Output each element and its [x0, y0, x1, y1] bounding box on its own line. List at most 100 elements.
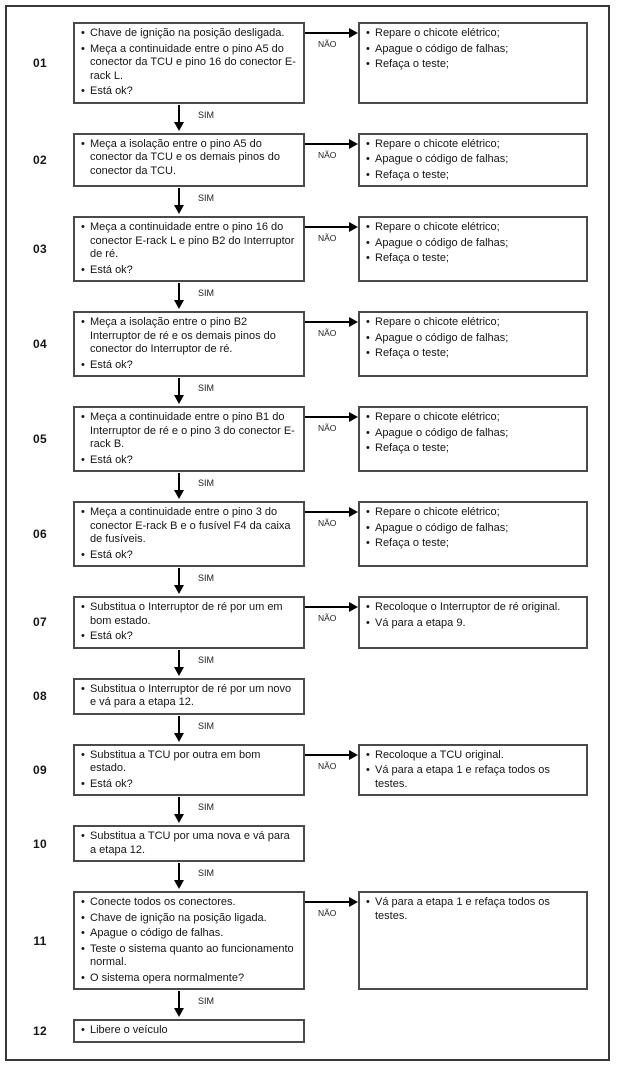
list-item: •Apague o código de falhas; [366, 427, 581, 441]
bullet-icon: • [366, 506, 370, 518]
bullet-icon: • [81, 506, 85, 518]
list-item: •Apague o código de falhas; [366, 153, 581, 167]
no-label: NÃO [318, 39, 337, 49]
bullet-icon: • [366, 42, 370, 55]
sim-connector: SIM [7, 649, 608, 678]
no-box: •Recoloque o Interruptor de ré original.… [358, 596, 588, 649]
no-arrow: NÃO [305, 311, 358, 377]
list-item: •Refaça o teste; [366, 347, 581, 361]
step-box: •Meça a isolação entre o pino B2 Interru… [73, 311, 305, 377]
list-item: •Meça a isolação entre o pino B2 Interru… [81, 316, 298, 357]
item-text: Repare o chicote elétrico; [375, 316, 500, 328]
list-item: • Conecte todos os conectores. [81, 896, 298, 910]
item-text: Refaça o teste; [375, 168, 449, 181]
bullet-icon: • [366, 252, 370, 264]
bullet-icon: • [81, 1024, 85, 1036]
item-text: Apague o código de falhas; [375, 236, 509, 249]
bullet-icon: • [81, 221, 85, 233]
bullet-icon: • [366, 442, 370, 454]
item-text: Substitua a TCU por uma nova e vá para a… [90, 830, 290, 856]
item-text: Apague o código de falhas; [375, 521, 509, 534]
step-row: 07 •Substitua o Interruptor de ré por um… [7, 596, 608, 649]
step-box: •Libere o veículo [73, 1019, 305, 1043]
sim-connector: SIM [7, 472, 608, 501]
item-text: Está ok? [90, 777, 133, 790]
item-text: Apague o código de falhas. [90, 927, 224, 939]
sim-arrow-line [178, 991, 180, 1009]
bullet-icon: • [366, 168, 370, 181]
no-box: •Repare o chicote elétrico; • Apague o cód… [358, 216, 588, 282]
step-box: • Meça a continuidade entre o pino 3 do c… [73, 501, 305, 567]
step-number: 10 [33, 836, 47, 851]
list-item: •O sistema opera normalmente? [81, 972, 298, 986]
step-row: 05 •Meça a continuidade entre o pino B1 … [7, 406, 608, 472]
sim-arrowhead-icon [174, 1008, 184, 1017]
bullet-icon: • [81, 263, 85, 276]
list-item: •Está ok? [81, 359, 298, 373]
bullet-icon: • [81, 971, 85, 984]
bullet-icon: • [81, 630, 85, 642]
item-text: Repare o chicote elétrico; [375, 411, 500, 423]
item-text: Meça a continuidade entre o pino 16 do c… [90, 221, 295, 260]
sim-label: SIM [198, 478, 215, 488]
sim-arrow-line [178, 473, 180, 491]
no-label: NÃO [318, 760, 337, 771]
step-box: •Substitua a TCU por uma nova e vá para … [73, 825, 305, 862]
no-arrow-line [305, 32, 350, 34]
list-item: •Repare o chicote elétrico; [366, 221, 581, 235]
bullet-icon: • [81, 27, 85, 39]
bullet-icon: • [81, 777, 85, 790]
list-item: • Meça a continuidade entre o pino 3 do c… [81, 506, 298, 547]
step-row: 02 •Meça a isolação entre o pino A5 do c… [7, 132, 608, 187]
step-number: 08 [33, 689, 47, 703]
item-text: Apague o código de falhas; [375, 331, 509, 344]
item-text: Conecte todos os conectores. [90, 896, 236, 908]
item-text: Meça a continuidade entre o pino 3 do co… [90, 506, 291, 545]
item-text: Está ok? [90, 453, 133, 466]
no-arrowhead-icon [349, 317, 358, 327]
step-number: 09 [33, 762, 47, 777]
sim-arrowhead-icon [174, 814, 184, 823]
sim-label: SIM [198, 868, 215, 878]
list-item: •Está ok? [81, 264, 298, 278]
no-arrow-line [305, 226, 350, 228]
step-row: 01 •Chave de ignição na posição desligad… [7, 22, 608, 104]
sim-arrow-line [178, 378, 180, 396]
list-item: •Repare o chicote elétrico; [366, 27, 581, 41]
item-text: Refaça o teste; [375, 252, 449, 264]
step-row: 10 •Substitua a TCU por uma nova e vá pa… [7, 825, 608, 862]
bullet-icon: • [366, 27, 370, 39]
bullet-icon: • [81, 896, 85, 908]
no-arrow-line [305, 511, 350, 513]
no-arrow: NÃO [305, 501, 358, 567]
flowchart: 01 •Chave de ignição na posição desligad… [7, 7, 608, 1043]
bullet-icon: • [366, 411, 370, 423]
list-item: •Repare o chicote elétrico; [366, 506, 581, 520]
no-box: •Repare o chicote elétrico;•Apague o cód… [358, 22, 588, 104]
item-text: Refaça o teste; [375, 442, 449, 454]
sim-connector: SIM [7, 104, 608, 133]
bullet-icon: • [81, 316, 85, 328]
list-item: •Substitua o Interruptor de ré por um no… [81, 683, 298, 710]
list-item: • Meça a continuidade entre o pino 16 do … [81, 221, 298, 262]
sim-connector: SIM [7, 990, 608, 1019]
list-item: •Chave de ignição na posição ligada. [81, 912, 298, 926]
step-number: 12 [33, 1023, 47, 1038]
no-arrowhead-icon [349, 28, 358, 38]
item-text: Vá para a etapa 1 e refaça todos os test… [375, 896, 550, 922]
list-item: •Está ok? [81, 85, 298, 99]
item-text: Repare o chicote elétrico; [375, 137, 500, 150]
list-item: •Substitua o Interruptor de ré por um em… [81, 601, 298, 628]
bullet-icon: • [366, 137, 370, 150]
bullet-icon: • [366, 601, 370, 613]
step-box: • Conecte todos os conectores. •Chave de i… [73, 891, 305, 990]
item-text: Está ok? [90, 358, 133, 371]
no-label: NÃO [318, 518, 337, 528]
sim-arrowhead-icon [174, 585, 184, 594]
sim-label: SIM [198, 573, 215, 583]
item-text: Meça a continuidade entre o pino A5 do c… [90, 42, 296, 82]
item-text: Vá para a etapa 1 e refaça todos os test… [375, 764, 550, 790]
no-box: • Repare o chicote elétrico; •Apague o cód… [358, 132, 588, 187]
list-item: •Apague o código de falhas; [366, 522, 581, 536]
sim-label: SIM [198, 996, 215, 1006]
